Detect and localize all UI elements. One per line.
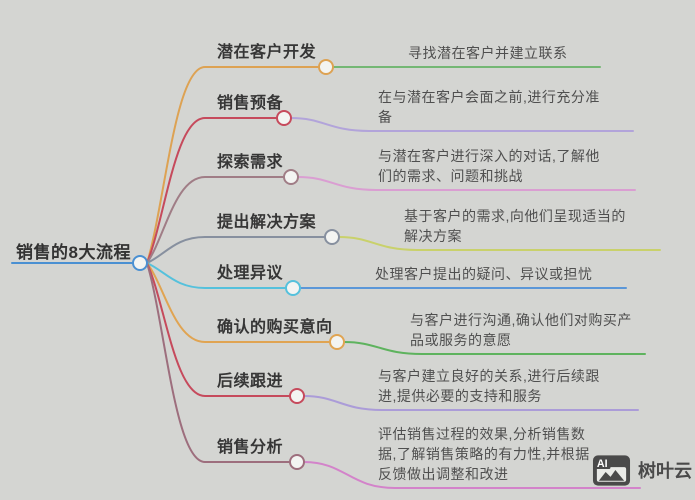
branch-curve-1 — [146, 66, 320, 264]
root-node[interactable] — [132, 255, 148, 271]
branch-curve-6 — [146, 262, 331, 343]
leaf-3-text[interactable]: 与潜在客户进行深入的对话,了解他们的需求、问题和挑战 — [378, 148, 600, 184]
watermark-label: 树叶云 — [638, 461, 692, 481]
watermark: AI 树叶云 — [592, 451, 692, 489]
leaf-line-2 — [290, 117, 634, 132]
branch-node-4[interactable] — [324, 229, 340, 245]
topic-8-label[interactable]: 销售分析 — [217, 439, 284, 456]
leaf-8-text[interactable]: 评估销售过程的效果,分析销售数据,了解销售策略的有力性,并根据反馈做出调整和改进 — [378, 426, 590, 482]
leaf-7-text[interactable]: 与客户建立良好的关系,进行后续跟进,提供必要的支持和服务 — [378, 368, 600, 404]
topic-3-label[interactable]: 探索需求 — [217, 154, 284, 171]
topic-2-label[interactable]: 销售预备 — [217, 95, 284, 112]
leaf-6-text[interactable]: 与客户进行沟通,确认他们对购买产品或服务的意愿 — [410, 312, 632, 348]
branch-curve-4 — [146, 236, 326, 264]
svg-text:AI: AI — [597, 458, 608, 470]
leaf-1-text[interactable]: 寻找潜在客户并建立联系 — [408, 45, 568, 61]
topic-7-label[interactable]: 后续跟进 — [217, 373, 284, 390]
branch-node-8[interactable] — [289, 454, 305, 470]
leaf-line-6 — [343, 341, 646, 355]
branch-curve-3 — [146, 176, 285, 264]
leaf-2-text[interactable]: 在与潜在客户会面之前,进行充分准备 — [378, 89, 600, 125]
root-topic-label[interactable]: 销售的8大流程 — [16, 243, 131, 262]
topic-6-label[interactable]: 确认的购买意向 — [217, 319, 333, 336]
branch-curve-8 — [146, 262, 291, 463]
branch-curve-2 — [146, 117, 278, 264]
leaf-line-7 — [303, 395, 639, 411]
branch-node-2[interactable] — [276, 110, 292, 126]
branch-curve-7 — [146, 262, 291, 397]
branch-node-7[interactable] — [289, 388, 305, 404]
topic-5-label[interactable]: 处理异议 — [217, 265, 284, 282]
branch-node-3[interactable] — [283, 169, 299, 185]
leaf-line-3 — [297, 176, 636, 191]
branch-node-5[interactable] — [285, 280, 301, 296]
leaf-5-text[interactable]: 处理客户提出的疑问、异议或担忧 — [375, 266, 593, 282]
leaf-line-8 — [303, 461, 641, 489]
branch-node-1[interactable] — [318, 59, 334, 75]
leaf-4-text[interactable]: 基于客户的需求,向他们呈现适当的解决方案 — [404, 208, 626, 244]
topic-1-label[interactable]: 潜在客户开发 — [217, 44, 317, 61]
topic-4-label[interactable]: 提出解决方案 — [217, 214, 317, 231]
ai-image-icon: AI — [592, 454, 631, 486]
branch-node-6[interactable] — [329, 334, 345, 350]
branch-curve-5 — [146, 262, 287, 289]
leaf-line-4 — [338, 236, 661, 251]
